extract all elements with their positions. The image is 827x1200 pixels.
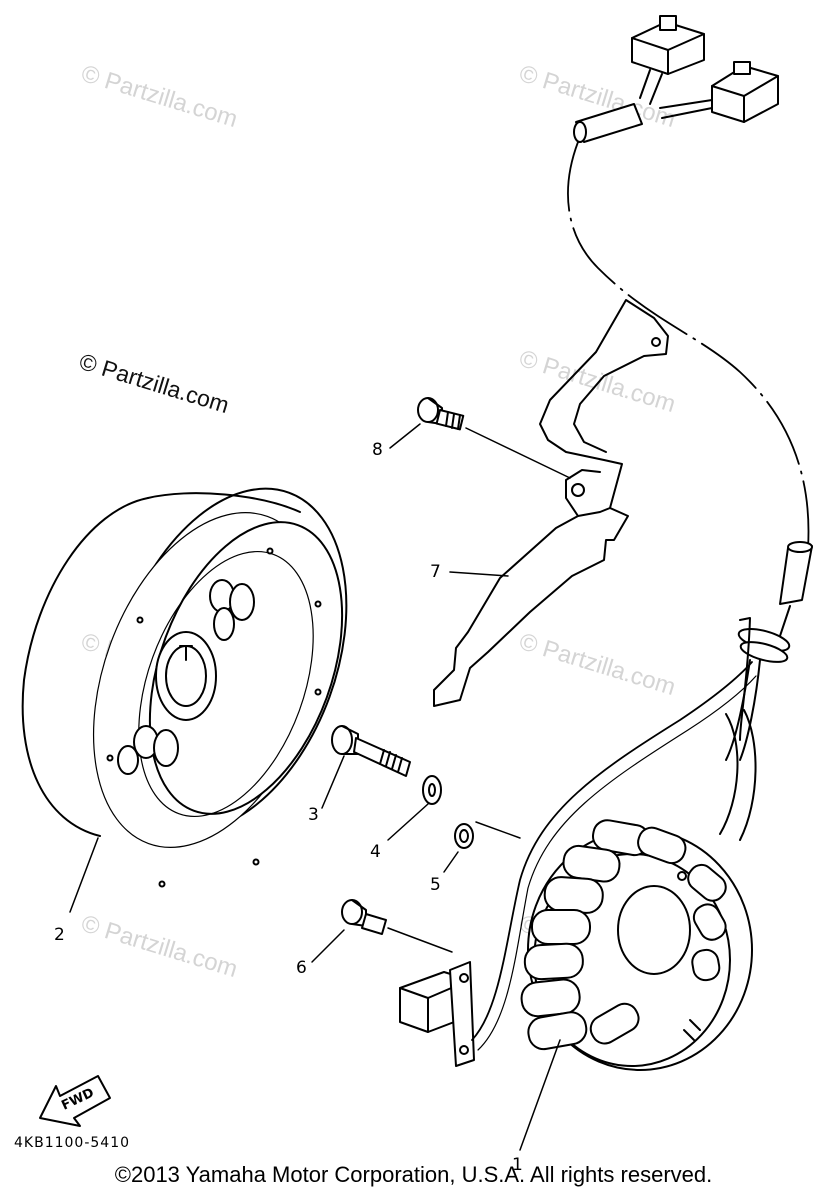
washer-part-5 xyxy=(454,823,474,849)
callout-2: 2 xyxy=(54,925,65,945)
callout-6: 6 xyxy=(296,958,307,978)
copyright-notice: ©2013 Yamaha Motor Corporation, U.S.A. A… xyxy=(114,1162,713,1187)
leader-line xyxy=(519,1039,561,1151)
bolt-part-3 xyxy=(331,725,411,777)
leader-line xyxy=(387,803,429,841)
pickup-wire xyxy=(471,661,753,1041)
leader-line xyxy=(449,571,509,577)
stator-lead-wire xyxy=(567,141,810,549)
wire-grommet xyxy=(719,541,813,841)
bolt-part-8 xyxy=(417,397,465,431)
callout-1: 1 xyxy=(512,1155,523,1175)
stator-assembly xyxy=(520,819,753,1071)
wire-connector-a xyxy=(631,15,705,105)
leader-line xyxy=(69,837,99,913)
bolt-part-6 xyxy=(341,899,387,935)
callout-5: 5 xyxy=(430,875,441,895)
lead-wire-bracket xyxy=(433,299,669,707)
callout-7: 7 xyxy=(430,562,441,582)
leader-line xyxy=(389,423,421,449)
diagram-code: 4KB1100-5410 xyxy=(14,1135,131,1151)
callout-8: 8 xyxy=(372,440,383,460)
leader-line xyxy=(465,427,571,479)
washer-part-4 xyxy=(422,775,442,805)
callout-3: 3 xyxy=(308,805,319,825)
forward-arrow-icon xyxy=(39,1075,111,1127)
harness-sleeve xyxy=(573,103,643,143)
flywheel-rotor xyxy=(21,487,348,888)
pickup-coil xyxy=(399,961,475,1067)
leader-line xyxy=(311,929,345,963)
leader-line xyxy=(387,927,453,953)
callout-4: 4 xyxy=(370,842,381,862)
leader-line xyxy=(443,851,459,873)
wire-connector-b xyxy=(659,61,779,123)
leader-line xyxy=(321,755,345,809)
leader-line xyxy=(475,821,521,839)
